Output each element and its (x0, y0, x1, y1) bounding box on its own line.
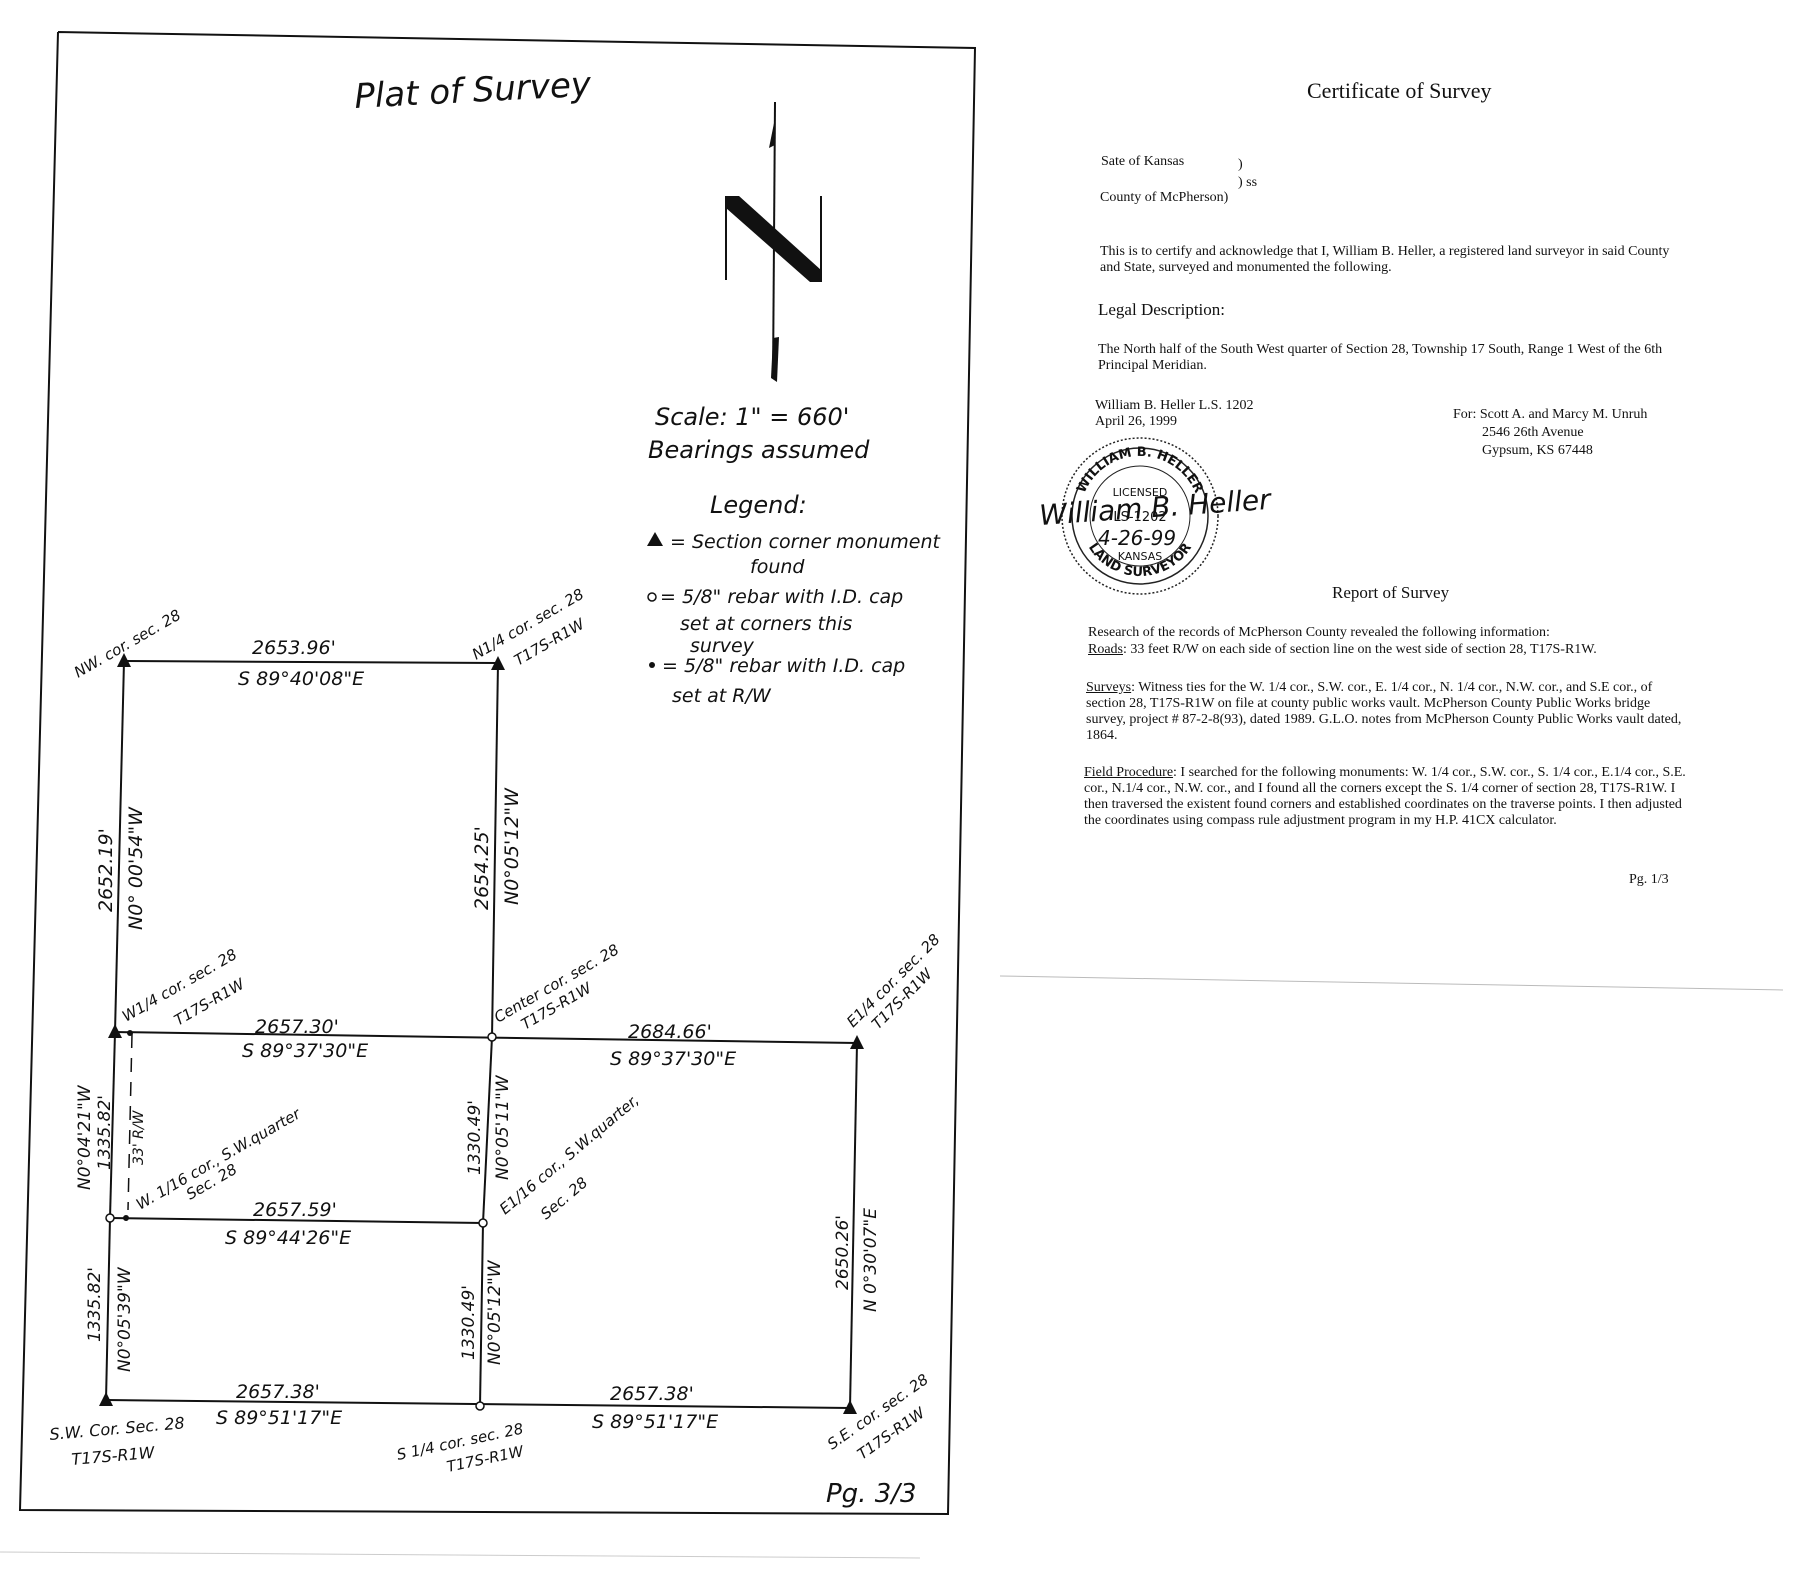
quarter-line-w-bearing: S 89°37'30"E (242, 1040, 368, 1062)
legend-dot-icon (649, 662, 655, 668)
rw-dot-1-icon (127, 1030, 133, 1036)
client-address-2: Gypsum, KS 67448 (1482, 443, 1593, 458)
field-text: : I searched for the following monuments… (1084, 765, 1686, 828)
mid-upper-bearing: N0°05'12"W (501, 787, 523, 905)
top-dist: 2653.96' (252, 637, 336, 659)
surveys-label: Surveys (1086, 680, 1132, 695)
seal-kansas-text: KANSAS (1118, 550, 1162, 563)
west-mid-dist: 1335.82' (95, 1095, 115, 1170)
roads-text: : 33 feet R/W on each side of section li… (1123, 642, 1597, 657)
south-e-dist: 2657.38' (610, 1383, 694, 1405)
north-arrow-icon (725, 101, 822, 382)
seal-ls-text: LS-1202 (1113, 510, 1166, 525)
seal-licensed-text: LICENSED (1113, 486, 1168, 499)
roads-paragraph: Roads: 33 feet R/W on each side of secti… (1088, 642, 1698, 658)
sixteenth-dist: 2657.59' (253, 1199, 337, 1221)
legend-triangle-icon (647, 532, 663, 546)
rebar-w16-icon (105, 1213, 115, 1223)
survey-date: April 26, 1999 (1095, 414, 1178, 429)
center-low1-bearing: N0°05'11"W (493, 1074, 513, 1180)
legend-item-2-line-2: set at corners this (680, 613, 852, 635)
south-w-bearing: S 89°51'17"E (216, 1407, 342, 1429)
rw-dot-2-icon (123, 1215, 129, 1221)
south-w-dist: 2657.38' (236, 1381, 320, 1403)
monument-nw-icon (117, 653, 131, 667)
legend-title: Legend: (710, 491, 807, 519)
ss-text: ) ss (1238, 175, 1258, 190)
bottom-scan-edge (0, 1551, 921, 1559)
quarter-line-w-dist: 2657.30' (255, 1016, 339, 1038)
monument-w-quarter-icon (108, 1024, 122, 1038)
legend-open-circle-icon (647, 592, 657, 602)
south-e-bearing: S 89°51'17"E (592, 1411, 718, 1433)
survey-lines (105, 660, 858, 1409)
cert-page-number: Pg. 1/3 (1629, 872, 1669, 887)
surveyor-name: William B. Heller L.S. 1202 (1095, 398, 1254, 413)
center-low1-dist: 1330.49' (465, 1100, 485, 1175)
rw-note: 33' R/W (131, 1109, 147, 1165)
west-low-bearing: N0°05'39"W (115, 1266, 135, 1372)
legend-item-2-line-3: survey (690, 635, 755, 657)
plat-border (18, 31, 977, 1516)
legal-text: The North half of the South West quarter… (1098, 342, 1663, 373)
quarter-line-e-bearing: S 89°37'30"E (610, 1048, 736, 1070)
label-nw-corner: NW. cor. sec. 28 (71, 606, 184, 682)
east-bearing: N 0°30'07"E (861, 1208, 881, 1312)
state-line: Sate of Kansas (1101, 154, 1185, 169)
certificate-title: Certificate of Survey (1307, 78, 1492, 103)
west-upper-bearing: N0° 00'54"W (125, 806, 147, 930)
label-sw-1: S.W. Cor. Sec. 28 (49, 1413, 186, 1444)
client-name: For: Scott A. and Marcy M. Unruh (1453, 407, 1648, 422)
legend-item-2-line-1: = 5/8" rebar with I.D. cap (660, 586, 903, 608)
legend-item-1-line-2: found (750, 556, 805, 578)
monument-e-quarter-icon (850, 1035, 864, 1049)
surveys-paragraph: Surveys: Witness ties for the W. 1/4 cor… (1086, 680, 1691, 744)
scale-label: Scale: 1" = 660' (655, 403, 849, 431)
label-w16-1: W. 1/16 cor., S.W.quarter (133, 1104, 304, 1213)
field-paragraph: Field Procedure: I searched for the foll… (1084, 765, 1694, 829)
surveys-text: : Witness ties for the W. 1/4 cor., S.W.… (1086, 680, 1682, 743)
mid-upper-dist: 2654.25' (471, 826, 493, 910)
research-line: Research of the records of McPherson Cou… (1088, 625, 1550, 640)
cert-page-edge (999, 975, 1784, 991)
rw-line (127, 1033, 133, 1211)
report-heading: Report of Survey (1332, 583, 1450, 602)
rebar-s-quarter-icon (475, 1401, 485, 1411)
legal-heading: Legal Description: (1098, 300, 1225, 319)
west-mid-bearing: N0°04'21"W (75, 1084, 95, 1190)
rebar-e16-icon (478, 1218, 488, 1228)
roads-label: Roads (1088, 642, 1123, 657)
signature-date: 4-26-99 (1098, 526, 1176, 550)
west-low-dist: 1335.82' (85, 1267, 105, 1342)
center-low2-bearing: N0°05'12"W (485, 1259, 505, 1365)
sixteenth-bearing: S 89°44'26"E (225, 1227, 351, 1249)
east-dist: 2650.26' (833, 1215, 853, 1290)
legend-item-1-line-1: = Section corner monument (670, 531, 942, 553)
plat-title: Plat of Survey (353, 65, 592, 117)
monument-sw-icon (99, 1392, 113, 1406)
legend-item-3-line-2: set at R/W (672, 685, 772, 707)
monument-n-quarter-icon (491, 656, 505, 670)
west-upper-dist: 2652.19' (95, 828, 117, 912)
top-bearing: S 89°40'08"E (238, 668, 364, 690)
rebar-center-icon (487, 1032, 497, 1042)
legend-item-3-line-1: = 5/8" rebar with I.D. cap (662, 655, 905, 677)
bearings-note: Bearings assumed (648, 436, 870, 464)
client-address-1: 2546 26th Avenue (1482, 425, 1584, 440)
quarter-line-e-dist: 2684.66' (628, 1021, 712, 1043)
certify-paragraph: This is to certify and acknowledge that … (1100, 244, 1670, 275)
plat-page-number: Pg. 3/3 (826, 1479, 917, 1509)
field-label: Field Procedure (1084, 765, 1174, 780)
monument-se-icon (843, 1400, 857, 1414)
county-line: County of McPherson) (1100, 190, 1229, 205)
state-paren: ) (1238, 157, 1243, 172)
label-sw-2: T17S-R1W (71, 1443, 157, 1469)
center-low2-dist: 1330.49' (459, 1285, 479, 1360)
